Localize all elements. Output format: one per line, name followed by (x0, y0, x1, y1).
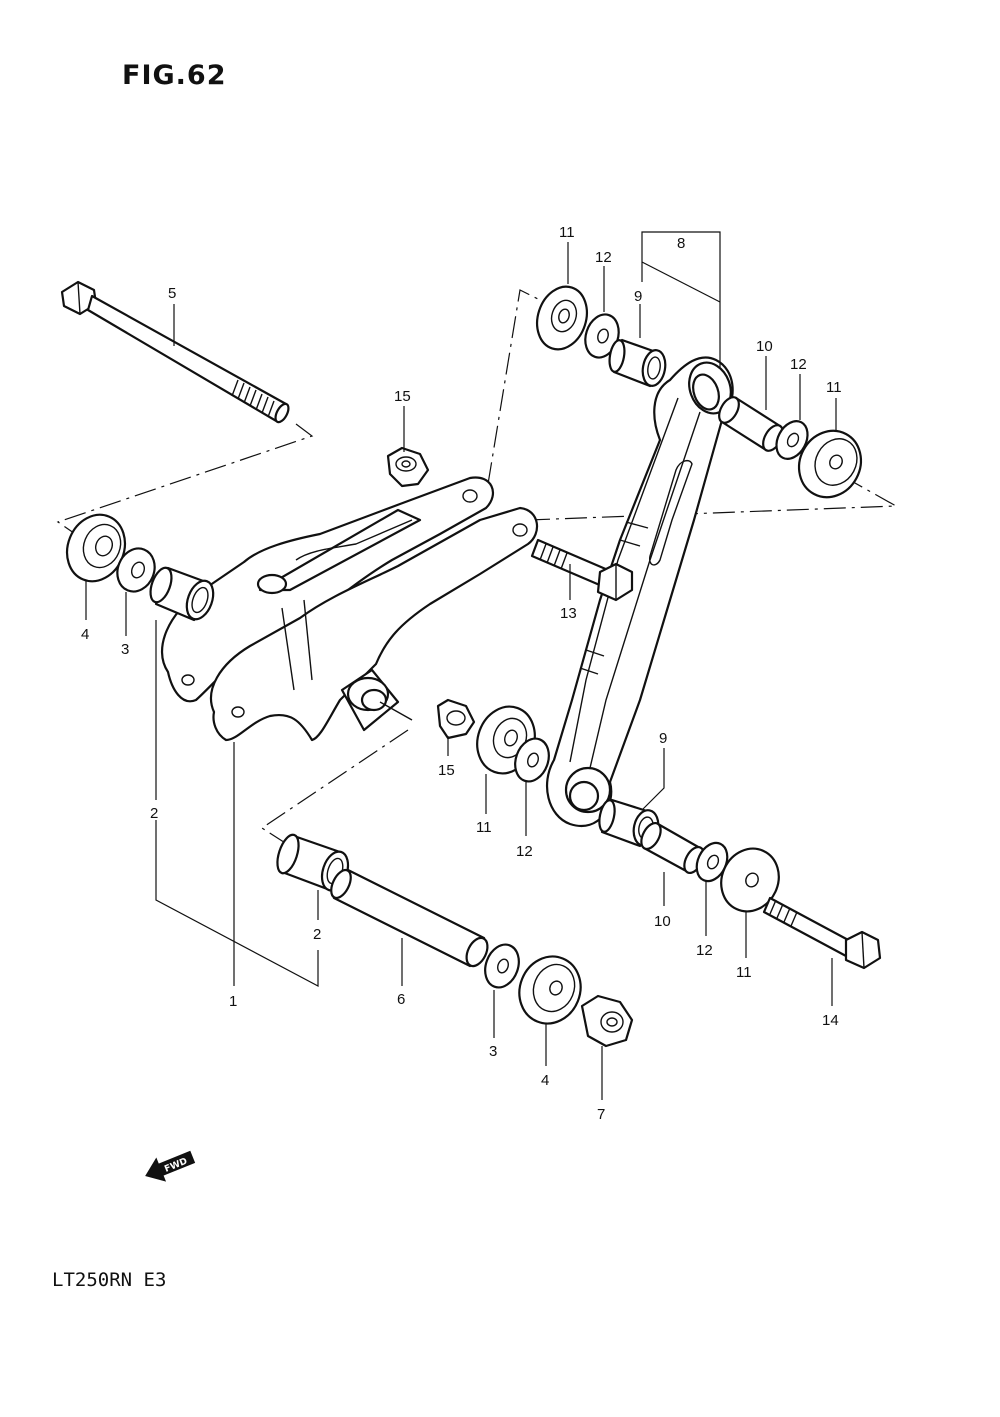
left-hardware (65, 513, 215, 622)
lower-right-hardware (598, 798, 882, 970)
callout-9: 9 (659, 730, 667, 747)
model-code: LT250RN E3 (52, 1269, 167, 1291)
callout-1: 1 (229, 993, 237, 1010)
callout-4: 4 (541, 1072, 549, 1089)
alignment-line-pivot (260, 729, 409, 847)
alignment-line-upper (487, 289, 541, 485)
callout-6: 6 (397, 991, 405, 1008)
cushion-lever-1 (160, 476, 538, 742)
callout-15: 15 (394, 388, 411, 405)
callout-3: 3 (121, 641, 129, 658)
callout-12: 12 (516, 843, 533, 860)
callout-9: 9 (634, 288, 642, 305)
alignment-line-bolt (56, 423, 314, 541)
callout-12: 12 (696, 942, 713, 959)
fwd-label: FWD (163, 1157, 189, 1175)
callout-11: 11 (736, 964, 752, 981)
callout-11: 11 (826, 379, 842, 396)
forward-direction-arrow-icon: FWD (145, 1150, 196, 1182)
callout-12: 12 (790, 356, 807, 373)
figure-title: FIG.62 (122, 60, 227, 91)
callout-5: 5 (168, 285, 176, 302)
callout-10: 10 (756, 338, 773, 355)
cushion-rod-8 (546, 356, 734, 827)
callout-7: 7 (597, 1106, 605, 1123)
callout-2: 2 (313, 926, 321, 943)
callout-13: 13 (560, 605, 577, 622)
callout-15: 15 (438, 762, 455, 779)
nut-15-upper (386, 446, 430, 488)
callout-8: 8 (677, 235, 685, 252)
callout-10: 10 (654, 913, 671, 930)
upper-right-hardware (536, 285, 863, 499)
lower-center-hardware (276, 833, 634, 1048)
bolt-13 (530, 538, 634, 602)
leader-lines (85, 231, 837, 1100)
callout-4: 4 (81, 626, 89, 643)
callout-3: 3 (489, 1043, 497, 1060)
callout-11: 11 (559, 224, 575, 241)
callout-11: 11 (476, 819, 492, 836)
callouts: 5 15 11 12 8 9 10 12 11 4 3 13 2 15 11 1… (81, 224, 842, 1123)
callout-12: 12 (595, 249, 612, 266)
callout-14: 14 (822, 1012, 839, 1029)
bolt-5 (60, 280, 290, 424)
middle-hardware (436, 698, 550, 783)
callout-2: 2 (150, 805, 158, 822)
